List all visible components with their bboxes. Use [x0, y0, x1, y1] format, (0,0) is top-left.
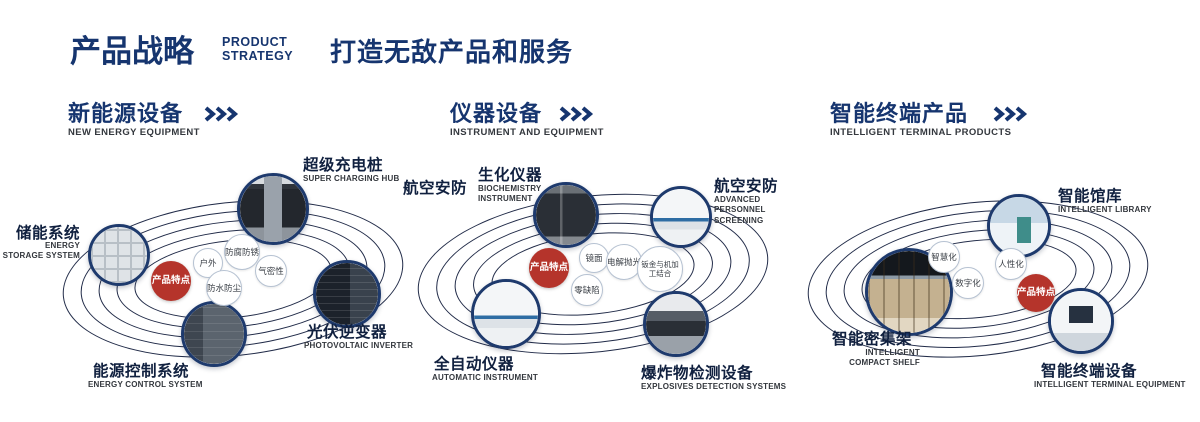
- feature-bubble: 防腐防锈: [224, 234, 260, 270]
- section2-title: 仪器设备: [450, 101, 543, 126]
- node-sublabel: INTELLIGENT TERMINAL EQUIPMENT: [1034, 380, 1186, 389]
- extra-label-aviation-security: 航空安防: [403, 180, 468, 197]
- section3-title: 智能终端产品: [830, 101, 969, 126]
- personnel-screening-image: [653, 189, 709, 245]
- triple-chevron-icon: [559, 106, 594, 122]
- section1-title: 新能源设备: [68, 101, 184, 126]
- node-super-charging-hub: [237, 173, 309, 245]
- node-label: 储能系统: [15, 225, 80, 242]
- feature-bubble: 数字化: [952, 267, 984, 299]
- node-label: 航空安防: [714, 178, 779, 195]
- automatic-instrument-image: [474, 282, 538, 346]
- feature-bubble: 人性化: [995, 248, 1027, 280]
- biochemistry-instrument-image: [536, 185, 596, 245]
- feature-bubble: 防水防尘: [206, 270, 242, 306]
- product-features-badge: 产品特点: [529, 248, 569, 288]
- node-sublabel: INTELLIGENT COMPACT SHELF: [849, 348, 920, 368]
- feature-bubble: 电解抛光: [606, 244, 642, 280]
- triple-chevron-icon: [204, 106, 239, 122]
- section1-subtitle: NEW ENERGY EQUIPMENT: [68, 127, 200, 138]
- node-label: 能源控制系统: [93, 363, 190, 380]
- node-biochemistry-instrument: [533, 182, 599, 248]
- node-explosives-detection: [643, 291, 709, 357]
- page-title-en: PRODUCT STRATEGY: [222, 35, 294, 63]
- intelligent-library-image: [990, 197, 1048, 255]
- node-sublabel: EXPLOSIVES DETECTION SYSTEMS: [641, 382, 787, 391]
- node-automatic-instrument: [471, 279, 541, 349]
- node-label: 爆炸物检测设备: [641, 365, 754, 382]
- node-intelligent-library: [987, 194, 1051, 258]
- super-charging-hub-image: [240, 176, 306, 242]
- feature-bubble: 智慧化: [928, 241, 960, 273]
- section2-subtitle: INSTRUMENT AND EQUIPMENT: [450, 127, 604, 138]
- photovoltaic-inverter-image: [316, 263, 378, 325]
- node-sublabel: BIOCHEMISTRY INSTRUMENT: [478, 184, 542, 204]
- energy-storage-image: [91, 227, 147, 283]
- product-features-badge: 产品特点: [151, 261, 191, 301]
- node-sublabel: ADVANCED PERSONNEL SCREENING: [714, 195, 766, 225]
- node-personnel-screening: [650, 186, 712, 248]
- energy-control-system-image: [184, 304, 244, 364]
- node-sublabel: ENERGY CONTROL SYSTEM: [88, 380, 203, 389]
- node-label: 生化仪器: [478, 167, 543, 184]
- node-energy-control-system: [181, 301, 247, 367]
- node-sublabel: PHOTOVOLTAIC INVERTER: [304, 341, 414, 350]
- node-sublabel: ENERGY STORAGE SYSTEM: [2, 241, 80, 261]
- explosives-detection-image: [646, 294, 706, 354]
- page-title-en-line1: PRODUCT: [222, 35, 288, 49]
- tagline: 打造无敌产品和服务: [330, 37, 574, 67]
- node-sublabel: AUTOMATIC INSTRUMENT: [432, 373, 538, 382]
- node-sublabel: SUPER CHARGING HUB: [303, 174, 400, 183]
- section3-subtitle: INTELLIGENT TERMINAL PRODUCTS: [830, 127, 1012, 138]
- node-label: 全自动仪器: [434, 356, 515, 373]
- feature-bubble: 气密性: [255, 255, 287, 287]
- node-label: 光伏逆变器: [307, 324, 388, 341]
- feature-bubble: 镜面: [579, 243, 609, 273]
- node-label: 超级充电桩: [303, 157, 384, 174]
- node-sublabel: INTELLIGENT LIBRARY: [1058, 205, 1152, 214]
- page-title-en-line2: STRATEGY: [222, 48, 294, 63]
- node-photovoltaic-inverter: [313, 260, 381, 328]
- product-features-badge: 产品特点: [1017, 274, 1055, 312]
- intelligent-terminal-equipment-image: [1051, 291, 1111, 351]
- node-label: 智能馆库: [1058, 188, 1123, 205]
- page-title: 产品战略: [70, 34, 194, 69]
- node-intelligent-terminal-equipment: [1048, 288, 1114, 354]
- triple-chevron-icon: [993, 106, 1028, 122]
- node-label: 智能终端设备: [1041, 363, 1138, 380]
- node-label: 智能密集架: [832, 331, 913, 348]
- feature-bubble: 钣金与机加工结合: [637, 246, 683, 292]
- feature-bubble: 零缺陷: [571, 274, 603, 306]
- node-energy-storage: [88, 224, 150, 286]
